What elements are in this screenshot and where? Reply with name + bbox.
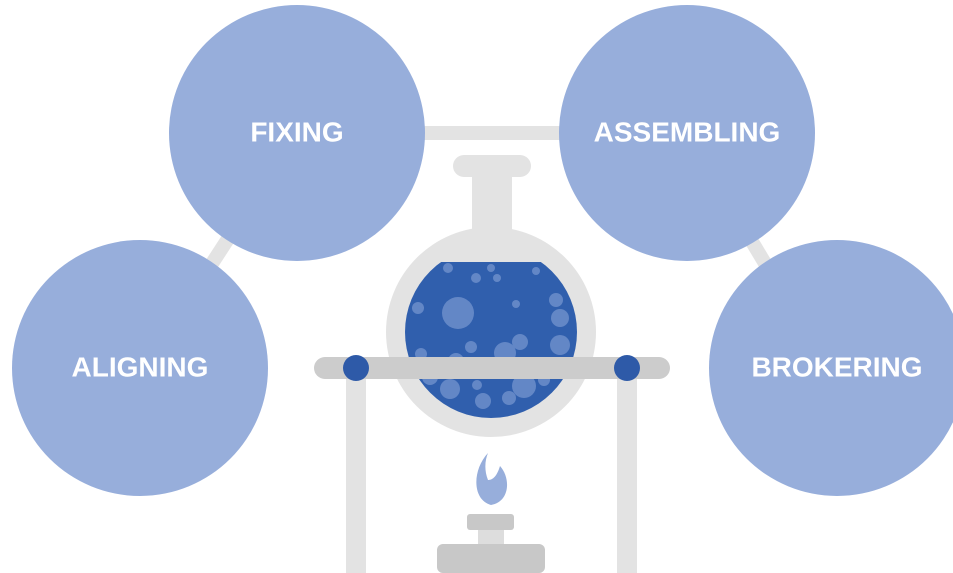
flask-rim [453,155,531,177]
node-assembling: ASSEMBLING [559,5,815,261]
node-aligning-circle [12,240,268,496]
burner-neck [478,530,504,544]
stand-knob-right [614,355,640,381]
lab-flask-on-burner-icon [314,155,670,573]
stand-leg-left [346,368,366,573]
node-assembling-circle [559,5,815,261]
bubbles [412,263,570,409]
flask-liquid [405,262,577,418]
burner-base [437,544,545,573]
node-fixing: FIXING [169,5,425,261]
burner-wick-collar [467,514,514,530]
node-assembling-label: ASSEMBLING [594,116,781,147]
node-fixing-label: FIXING [250,116,343,147]
node-fixing-circle [169,5,425,261]
flame-icon [476,453,508,505]
node-brokering-label: BROKERING [751,351,922,382]
node-brokering-circle [709,240,953,496]
stand-leg-right [617,368,637,573]
node-brokering: BROKERING [709,240,953,496]
node-aligning: ALIGNING [12,240,268,496]
node-aligning-label: ALIGNING [72,351,209,382]
stand-knob-left [343,355,369,381]
stand-bar [314,357,670,379]
